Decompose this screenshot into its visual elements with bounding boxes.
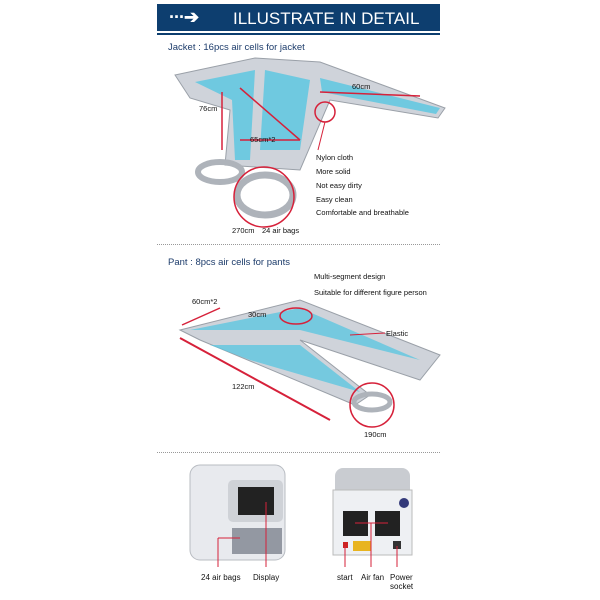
pant-feature: Suitable for different figure person bbox=[314, 288, 427, 297]
air-fan-label: Air fan bbox=[361, 573, 385, 582]
feature: Comfortable and breathable bbox=[316, 208, 409, 217]
jacket-chest-label: 65cm*2 bbox=[250, 135, 276, 144]
feature: Not easy dirty bbox=[316, 181, 362, 190]
pant-elastic-label: Elastic bbox=[386, 329, 409, 338]
pant-image bbox=[178, 299, 441, 428]
power-socket-label: Power socket bbox=[390, 573, 414, 591]
machine-front-image bbox=[189, 464, 286, 567]
header-banner: ···➔ ILLUSTRATE IN DETAIL bbox=[157, 4, 440, 33]
divider bbox=[157, 452, 440, 453]
machine-back-image bbox=[332, 468, 413, 567]
jacket-tube-label: 270cm bbox=[232, 226, 255, 235]
pant-feature: Multi-segment design bbox=[314, 272, 386, 281]
jacket-heading: Jacket : 16pcs air cells for jacket bbox=[168, 42, 305, 53]
pant-heading: Pant : 8pcs air cells for pants bbox=[168, 257, 290, 268]
display-label: Display bbox=[253, 573, 280, 582]
pant-length-label: 122cm bbox=[232, 382, 255, 391]
jacket-height-label: 76cm bbox=[199, 104, 218, 113]
pant-waist-label: 60cm*2 bbox=[192, 297, 218, 306]
divider bbox=[157, 244, 440, 245]
air-bags-label: 24 air bags bbox=[201, 573, 241, 582]
jacket-width-label: 60cm bbox=[352, 82, 371, 91]
jacket-image bbox=[174, 57, 446, 228]
banner-title: ILLUSTRATE IN DETAIL bbox=[233, 9, 420, 28]
pant-thigh-label: 30cm bbox=[248, 310, 267, 319]
feature: Easy clean bbox=[316, 195, 353, 204]
arrow-icon: ···➔ bbox=[169, 7, 199, 27]
jacket-air-bags-label: 24 air bags bbox=[262, 226, 300, 235]
start-label: start bbox=[337, 573, 353, 582]
feature: More solid bbox=[316, 167, 351, 176]
pant-tube-label: 190cm bbox=[364, 430, 387, 439]
feature: Nylon cloth bbox=[316, 153, 354, 162]
